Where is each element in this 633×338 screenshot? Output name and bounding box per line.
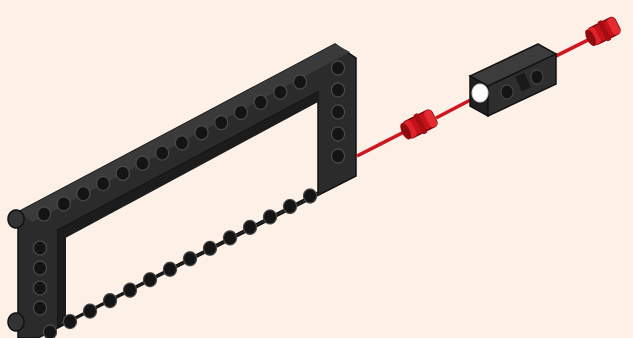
frame-hole [332,127,345,141]
frame-hole [215,116,228,130]
frame-hole [195,126,208,140]
connector-hole-1 [501,85,513,99]
connector-beam [470,44,556,116]
frame-hole [164,262,177,276]
frame-stud-bottom [8,313,24,331]
frame-hole [44,325,57,338]
frame-hole [332,105,345,119]
frame-hole [38,207,51,221]
frame-hole [34,241,47,255]
assembly-line-1 [357,131,406,156]
white-pin [472,84,488,102]
frame-hole [224,231,237,245]
frame-hole [156,146,169,160]
beam-frame [8,44,356,338]
red-pin-left [397,107,439,143]
frame-hole [34,301,47,315]
connector-hole-2 [531,70,543,84]
frame-hole [264,210,277,224]
frame-hole [175,136,188,150]
frame-hole [104,294,117,308]
frame-hole [294,75,307,89]
frame-hole [64,315,77,329]
red-pin-right [582,14,622,49]
assembly-line-3 [556,38,592,56]
frame-inner-wall-left [58,230,66,326]
frame-hole [136,156,149,170]
frame-hole [332,83,345,97]
frame-hole [254,95,267,109]
frame-hole [116,166,129,180]
frame-hole [284,199,297,213]
frame-hole [332,61,345,75]
frame-hole [77,187,90,201]
frame-hole [34,281,47,295]
frame-hole [184,252,197,266]
frame-hole [144,273,157,287]
frame-hole [274,85,287,99]
frame-hole [84,304,97,318]
frame-hole [204,241,217,255]
frame-hole [244,220,257,234]
frame-stud-top [8,210,24,228]
frame-hole [304,189,317,203]
frame-hole [34,261,47,275]
frame-hole [234,105,247,119]
frame-hole [124,283,137,297]
frame-hole [57,197,70,211]
frame-hole [97,177,110,191]
frame-hole [332,149,345,163]
